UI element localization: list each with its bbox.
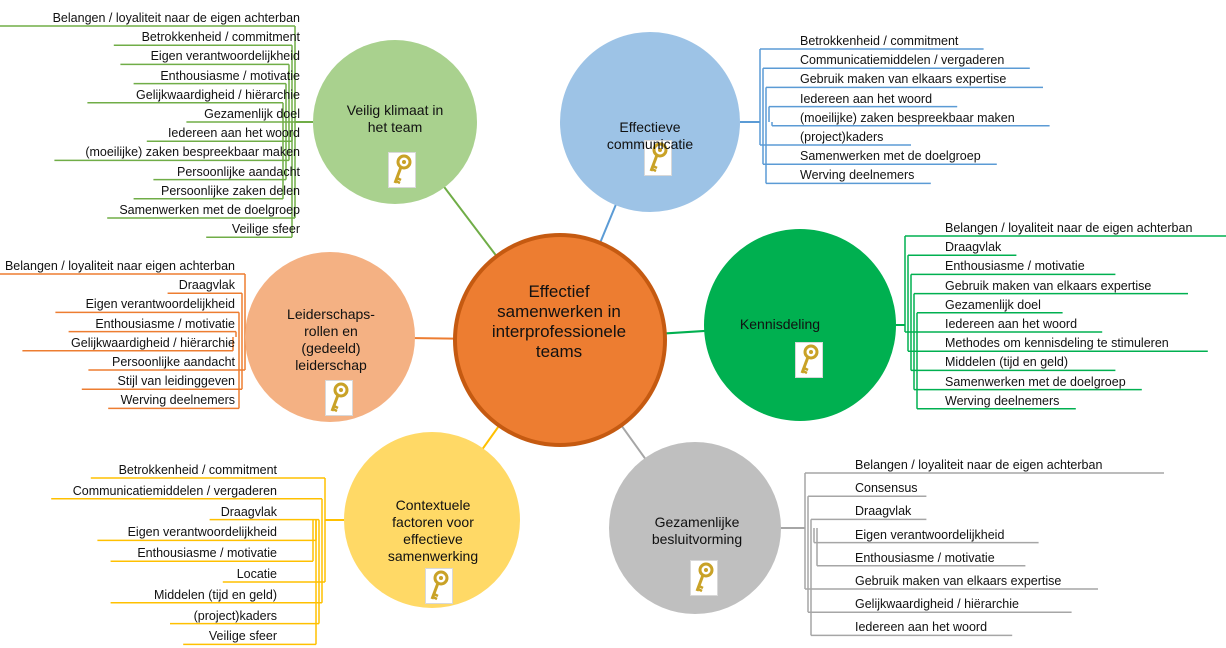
item-label: Werving deelnemers <box>120 393 235 408</box>
branch-contextuele-factoren <box>51 477 344 646</box>
item-label: Persoonlijke zaken delen <box>161 183 300 198</box>
item-label: (moeilijke) zaken bespreekbaar maken <box>85 145 300 160</box>
item-label: Middelen (tijd en geld) <box>945 355 1068 370</box>
node-title-leiderschap: Leiderschaps-rollen en (gedeeld) leiders… <box>287 306 375 373</box>
item-label: Belangen / loyaliteit naar eigen achterb… <box>4 259 235 273</box>
node-circle-gezamenlijke-besluitvorming <box>609 442 781 614</box>
item-label: Gebruik maken van elkaars expertise <box>855 574 1062 588</box>
item-label: Betrokkenheid / commitment <box>141 30 300 45</box>
item-label: Locatie <box>236 567 277 581</box>
key-icon <box>388 152 416 188</box>
item-label: Eigen verantwoordelijkheid <box>127 525 277 540</box>
branch-leiderschap <box>0 273 246 410</box>
item-label: Stijl van leidinggeven <box>117 374 235 389</box>
item-label: Gelijkwaardigheid / hiërarchie <box>71 335 235 350</box>
node-title-kennisdeling: Kennisdeling <box>739 316 821 332</box>
item-label: Persoonlijke aandacht <box>112 355 235 369</box>
item-label: (moeilijke) zaken bespreekbaar maken <box>800 110 1015 125</box>
item-label: Draagvlak <box>945 240 1002 255</box>
item-label: Veilige sfeer <box>208 629 277 644</box>
item-label: Methodes om kennisdeling te stimuleren <box>945 336 1169 351</box>
branch-kennisdeling <box>896 235 1226 410</box>
node-circle-leiderschap <box>245 252 415 422</box>
center-circle <box>453 233 667 447</box>
item-label: Belangen / loyaliteit naar de eigen acht… <box>855 458 1103 472</box>
item-label: Belangen / loyaliteit naar de eigen acht… <box>945 221 1193 235</box>
item-label: Belangen / loyaliteit naar de eigen acht… <box>52 11 300 25</box>
item-label: Gebruik maken van elkaars expertise <box>945 278 1152 293</box>
item-label: Enthousiasme / motivatie <box>945 259 1085 274</box>
item-label: Iedereen aan het woord <box>855 620 988 635</box>
item-label: Eigen verantwoordelijkheid <box>150 49 300 64</box>
key-icon <box>644 140 672 176</box>
item-label: Communicatiemiddelen / vergaderen <box>800 53 1005 68</box>
item-label: Gezamenlijk doel <box>204 107 300 121</box>
key-icon <box>795 342 823 378</box>
item-label: Iedereen aan het woord <box>945 317 1078 331</box>
item-label: Eigen verantwoordelijkheid <box>85 297 235 312</box>
item-label: Betrokkenheid / commitment <box>800 34 959 48</box>
item-label: Communicatiemiddelen / vergaderen <box>72 483 277 498</box>
item-label: Werving deelnemers <box>800 168 915 183</box>
item-label: Samenwerken met de doelgroep <box>119 203 300 217</box>
node-circle-effectieve-communicatie <box>560 32 740 212</box>
item-label: (project)kaders <box>800 130 884 144</box>
item-label: Enthousiasme / motivatie <box>855 550 995 565</box>
item-label: Draagvlak <box>855 504 912 519</box>
item-label: Betrokkenheid / commitment <box>118 463 277 477</box>
node-circle-veilig-klimaat <box>313 40 477 204</box>
branch-gezamenlijke-besluitvorming <box>781 472 1164 637</box>
item-label: Werving deelnemers <box>945 393 1060 408</box>
node-circle-kennisdeling <box>704 229 896 421</box>
item-label: Middelen (tijd en geld) <box>154 587 277 602</box>
item-label: Persoonlijke aandacht <box>177 164 300 179</box>
node-title-veilig-klimaat: Veilig klimaat in het team <box>346 102 444 135</box>
key-icon <box>425 568 453 604</box>
item-label: (project)kaders <box>193 608 277 623</box>
item-label: Iedereen aan het woord <box>167 126 300 141</box>
branch-effectieve-communicatie <box>740 48 1050 185</box>
item-label: Veilige sfeer <box>231 222 300 237</box>
item-label: Draagvlak <box>178 278 235 293</box>
item-label: Samenwerken met de doelgroep <box>945 374 1126 389</box>
item-label: Enthousiasme / motivatie <box>160 68 300 83</box>
node-title-gezamenlijke-besluitvorming: Gezamenlijke besluitvorming <box>651 514 743 547</box>
item-label: Gebruik maken van elkaars expertise <box>800 72 1007 87</box>
node-circle-contextuele-factoren <box>344 432 520 608</box>
item-label: Iedereen aan het woord <box>800 91 933 106</box>
branch-veilig-klimaat <box>0 25 313 238</box>
item-label: Consensus <box>855 481 918 496</box>
item-label: Enthousiasme / motivatie <box>95 316 235 331</box>
node-title-contextuele-factoren: Contextuele factoren voor effectieve sam… <box>387 497 479 564</box>
node-title-effectieve-communicatie: Effectieve communicatie <box>606 119 694 152</box>
item-label: Draagvlak <box>220 504 277 519</box>
item-label: Gelijkwaardigheid / hiërarchie <box>136 87 300 102</box>
center-title: Effectief samenwerken in interprofession… <box>491 282 627 361</box>
key-icon <box>325 380 353 416</box>
item-label: Samenwerken met de doelgroep <box>800 149 981 164</box>
key-icon <box>690 560 718 596</box>
item-label: Gezamenlijk doel <box>945 297 1041 312</box>
item-label: Eigen verantwoordelijkheid <box>855 527 1005 542</box>
item-label: Enthousiasme / motivatie <box>137 546 277 561</box>
item-label: Gelijkwaardigheid / hiërarchie <box>855 597 1019 612</box>
